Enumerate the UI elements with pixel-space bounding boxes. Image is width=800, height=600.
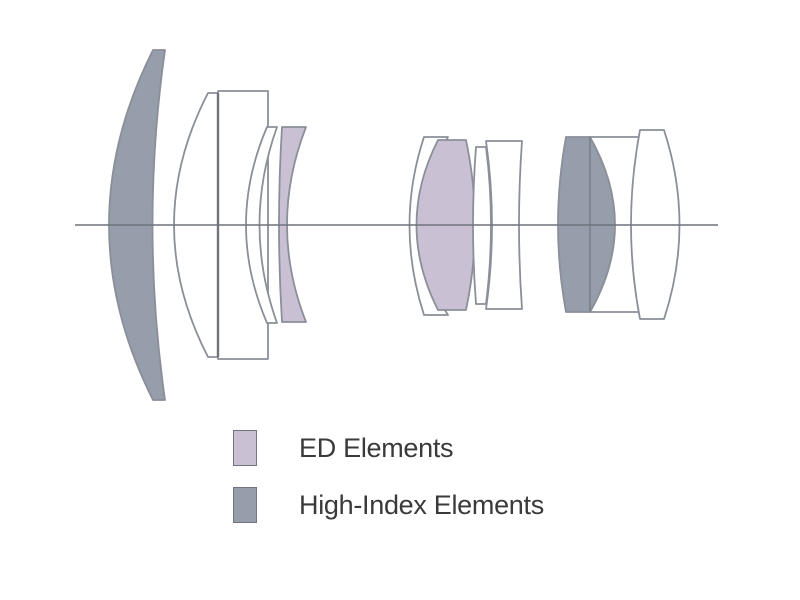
- lens-element-ed-1: [278, 126, 307, 323]
- legend-swatch-high-index: [233, 487, 257, 523]
- legend-label-ed: ED Elements: [299, 433, 454, 463]
- legend-label-high-index: High-Index Elements: [299, 490, 544, 520]
- legend-swatch-ed: [233, 430, 257, 466]
- lens-element-4: [245, 126, 278, 324]
